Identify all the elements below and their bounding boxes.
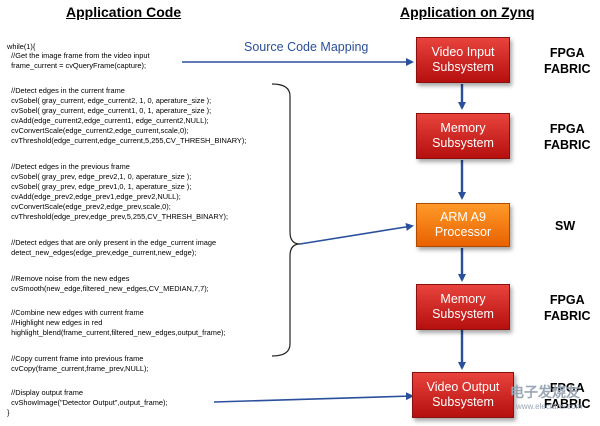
- output-mapping-arrow: [213, 392, 414, 403]
- code-comment: //Combine new edges with current frame: [7, 308, 144, 317]
- elecfans-watermark: 电子发烧友 www.elecfans.com: [488, 378, 596, 418]
- code-comment: //Copy current frame into previous frame: [7, 354, 144, 363]
- code-line: highlight_blend(frame_current,filtered_n…: [7, 328, 226, 337]
- video-input-subsystem-block: Video Input Subsystem: [416, 37, 510, 83]
- code-line: cvConvertScale(edge_current2,edge_curren…: [7, 126, 189, 135]
- code-line: frame_current = cvQueryFrame(capture);: [7, 61, 147, 70]
- processor-mapping-arrow: [299, 223, 414, 245]
- code-line: cvSobel( gray_current, edge_current2, 1,…: [7, 96, 212, 105]
- memory-subsystem-block-2: Memory Subsystem: [416, 284, 510, 330]
- code-line: cvSobel( gray_prev, edge_prev1,0, 1, ape…: [7, 182, 192, 191]
- code-brace: [271, 83, 301, 357]
- code-comment: //Display output frame: [7, 388, 83, 397]
- code-line: while(1){: [7, 42, 36, 51]
- watermark-title: 电子发烧友: [510, 384, 580, 400]
- memory-subsystem-block-1: Memory Subsystem: [416, 113, 510, 159]
- code-line: cvThreshold(edge_current,edge_current,5,…: [7, 136, 247, 145]
- code-line: detect_new_edges(edge_prev,edge_current,…: [7, 248, 197, 257]
- code-line: cvSobel( gray_current, edge_current1, 0,…: [7, 106, 212, 115]
- video-output-subsystem-block: Video Output Subsystem: [412, 372, 514, 418]
- code-line: cvThreshold(edge_prev,edge_prev,5,255,CV…: [7, 212, 229, 221]
- application-on-zynq-heading: Application on Zynq: [400, 4, 535, 20]
- watermark-url: www.elecfans.com: [516, 402, 583, 411]
- code-comment: //Detect edges in the current frame: [7, 86, 125, 95]
- code-line: cvCopy(frame_current,frame_prev,NULL);: [7, 364, 149, 373]
- code-line: cvSmooth(new_edge,filtered_new_edges,CV_…: [7, 284, 209, 293]
- code-line: cvShowImage("Detector Output",output_fra…: [7, 398, 168, 407]
- arm-a9-processor-block: ARM A9 Processor: [416, 203, 510, 247]
- code-comment: //Get the image frame from the video inp…: [7, 51, 150, 60]
- code-comment: //Detect edges that are only present in …: [7, 238, 217, 247]
- code-line: cvConvertScale(edge_prev2,edge_prev,scal…: [7, 202, 171, 211]
- target-label-fpga-fabric-4: FPGA FABRIC: [544, 381, 591, 411]
- code-comment: //Remove noise from the new edges: [7, 274, 130, 283]
- code-line: cvAdd(edge_prev2,edge_prev1,edge_prev2,N…: [7, 192, 181, 201]
- code-comment: //Detect edges in the previous frame: [7, 162, 130, 171]
- source-code-mapping-label: Source Code Mapping: [244, 40, 369, 54]
- target-label-fpga-fabric-1: FPGA FABRIC: [544, 46, 591, 76]
- target-label-fpga-fabric-3: FPGA FABRIC: [544, 293, 591, 323]
- application-code-heading: Application Code: [66, 4, 182, 20]
- target-label-fpga-fabric-2: FPGA FABRIC: [544, 122, 591, 152]
- code-line: }: [7, 408, 10, 417]
- code-line: cvAdd(edge_current2,edge_current1, edge_…: [7, 116, 209, 125]
- code-comment: //Highlight new edges in red: [7, 318, 103, 327]
- target-label-sw: SW: [555, 219, 576, 233]
- code-line: cvSobel( gray_prev, edge_prev2,1, 0, ape…: [7, 172, 192, 181]
